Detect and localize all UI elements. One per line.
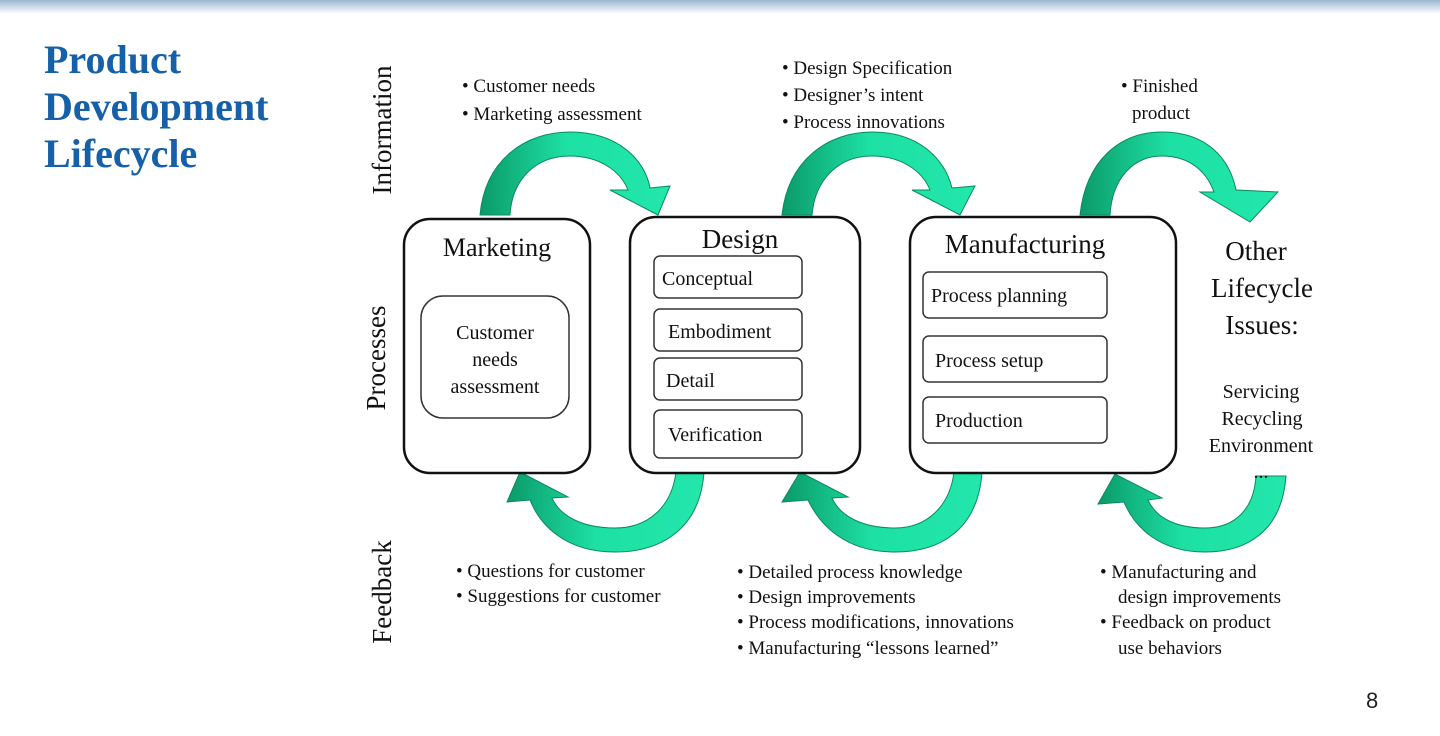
other-title-line: Lifecycle [1211, 273, 1313, 303]
feedback-note-line: • Feedback on product [1100, 612, 1271, 633]
manufacturing-step-label: Process setup [935, 350, 1043, 372]
slide-title: Product Development Lifecycle [44, 36, 344, 177]
feedback-note-line: design improvements [1118, 587, 1281, 608]
feedback-note-line: • Process modifications, innovations [737, 612, 1014, 633]
information-arrow-manufacturing-other [1079, 131, 1280, 223]
manufacturing-title: Manufacturing [945, 229, 1105, 259]
manufacturing-step-box [922, 271, 1108, 319]
feedback-notes-design-marketing: • Questions for customer • Suggestions f… [456, 561, 661, 607]
design-step-label: Conceptual [662, 268, 754, 290]
design-title: Design [702, 224, 779, 254]
slide-title-line: Lifecycle [44, 131, 198, 176]
other-item: Environment [1209, 435, 1314, 457]
page-number: 8 [1366, 688, 1379, 713]
row-label-feedback: Feedback [367, 540, 397, 644]
design-step-box [653, 308, 803, 352]
info-notes-marketing-design: • Customer needs • Marketing assessment [462, 76, 642, 125]
design-step-box [653, 409, 803, 459]
customer-needs-box [420, 295, 570, 419]
information-arrow-design-manufacturing [781, 131, 976, 216]
stage-design: Design Conceptual Embodiment Detail Veri… [628, 215, 862, 475]
design-step-box [653, 357, 803, 401]
design-step-box [653, 255, 803, 299]
feedback-note-line: • Design improvements [737, 587, 916, 608]
stage-marketing: Marketing Customer needs assessment [402, 217, 592, 475]
info-notes-manufacturing-other: • Finished product [1121, 76, 1198, 124]
stage-other-lifecycle: Other Lifecycle Issues: Servicing Recycl… [1209, 236, 1314, 483]
feedback-note-line: use behaviors [1118, 638, 1222, 659]
design-step-label: Verification [668, 424, 762, 446]
feedback-note-line: • Manufacturing “lessons learned” [737, 638, 998, 659]
customer-needs-line: needs [472, 349, 518, 371]
feedback-arrow-design-marketing [506, 471, 705, 553]
manufacturing-step-box [922, 396, 1108, 444]
info-note-line: product [1132, 103, 1191, 124]
slide-title-line: Product [44, 37, 182, 82]
feedback-notes-manufacturing-design: • Detailed process knowledge • Design im… [737, 562, 1014, 659]
manufacturing-step-label: Process planning [931, 285, 1067, 307]
design-step-label: Detail [666, 370, 715, 392]
info-note-line: • Design Specification [782, 58, 953, 79]
other-title-line: Other [1225, 236, 1286, 266]
info-note-line: • Process innovations [782, 112, 945, 133]
top-banner [0, 0, 1440, 14]
other-title-line: Issues: [1225, 310, 1299, 340]
info-note-line: • Designer’s intent [782, 85, 924, 106]
manufacturing-step-label: Production [935, 410, 1023, 432]
information-arrow-marketing-design [479, 131, 671, 216]
row-label-information: Information [367, 65, 397, 194]
feedback-note-line: • Suggestions for customer [456, 586, 661, 607]
feedback-note-line: • Detailed process knowledge [737, 562, 963, 583]
feedback-arrow-manufacturing-design [781, 471, 983, 553]
marketing-title: Marketing [443, 233, 551, 262]
customer-needs-line: Customer [456, 322, 534, 344]
manufacturing-step-box [922, 335, 1108, 383]
row-label-processes: Processes [361, 306, 391, 411]
info-note-line: • Marketing assessment [462, 104, 642, 125]
stage-manufacturing: Manufacturing Process planning Process s… [908, 215, 1178, 475]
other-item: Recycling [1221, 408, 1302, 430]
other-item: Servicing [1223, 381, 1300, 403]
info-note-line: • Customer needs [462, 76, 595, 97]
feedback-note-line: • Questions for customer [456, 561, 645, 582]
customer-needs-line: assessment [451, 376, 540, 398]
feedback-note-line: • Manufacturing and [1100, 562, 1257, 583]
info-notes-design-manufacturing: • Design Specification • Designer’s inte… [782, 58, 953, 133]
feedback-notes-other-manufacturing: • Manufacturing and design improvements … [1100, 562, 1281, 659]
info-note-line: • Finished [1121, 76, 1198, 97]
slide-title-line: Development [44, 84, 269, 129]
feedback-arrow-other-manufacturing [1097, 473, 1287, 553]
design-step-label: Embodiment [668, 321, 772, 343]
other-item: ... [1254, 461, 1269, 483]
